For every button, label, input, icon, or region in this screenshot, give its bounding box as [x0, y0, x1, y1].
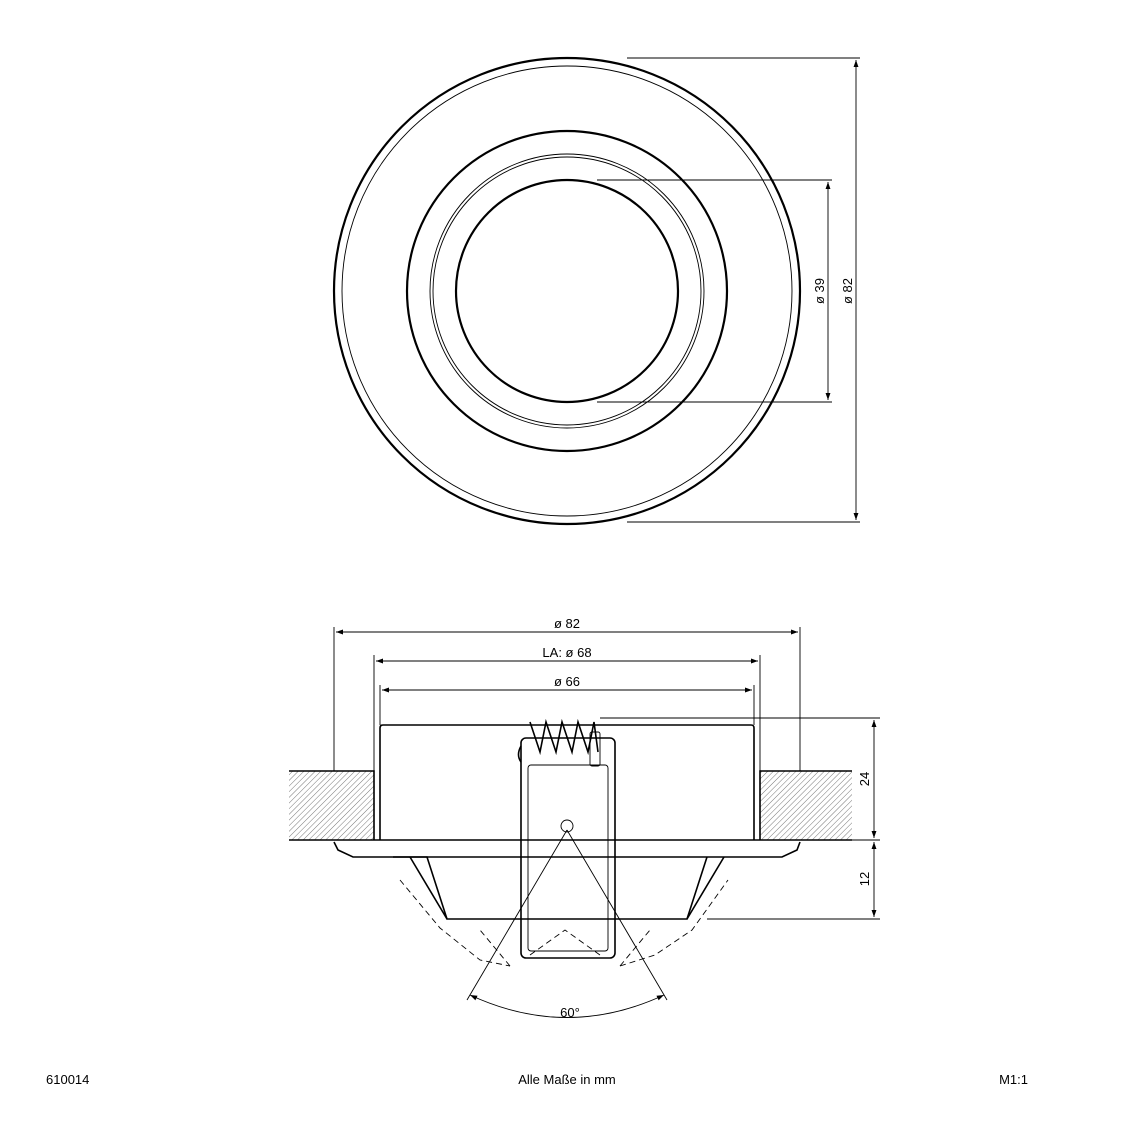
flange	[333, 841, 801, 858]
dim-label-24: 24	[857, 772, 872, 786]
units-note: Alle Maße in mm	[518, 1072, 616, 1087]
dim-label-66: ø 66	[554, 674, 580, 689]
tilted-outline	[399, 879, 729, 967]
angle-arc	[469, 994, 665, 1018]
side-view: 60° ø 82 LA: ø 68 ø 66 24 12	[289, 616, 880, 1020]
scale: M1:1	[999, 1072, 1028, 1087]
dim-label-68: LA: ø 68	[542, 645, 591, 660]
outer-rim-inner-edge	[341, 65, 793, 517]
dim-label-82: ø 82	[840, 278, 855, 304]
inner-opening	[454, 178, 680, 404]
ceiling-right	[760, 771, 852, 840]
outer-rim	[332, 56, 802, 526]
dim-label-12: 12	[857, 872, 872, 886]
lamp-cone	[393, 856, 708, 920]
housing-body	[379, 724, 755, 840]
spring-coil	[529, 718, 599, 756]
ring-thin-2	[432, 156, 702, 426]
ring-outer	[405, 129, 729, 453]
ceiling-left	[289, 771, 374, 840]
dim-label-39: ø 39	[812, 278, 827, 304]
top-view: ø 39 ø 82	[332, 56, 860, 526]
article-number: 610014	[46, 1072, 89, 1087]
pivot-point	[560, 819, 574, 833]
ring-thin-1	[429, 153, 705, 429]
spring-clip	[517, 718, 616, 959]
dim-label-angle: 60°	[560, 1005, 580, 1020]
dim-label-82-side: ø 82	[554, 616, 580, 631]
